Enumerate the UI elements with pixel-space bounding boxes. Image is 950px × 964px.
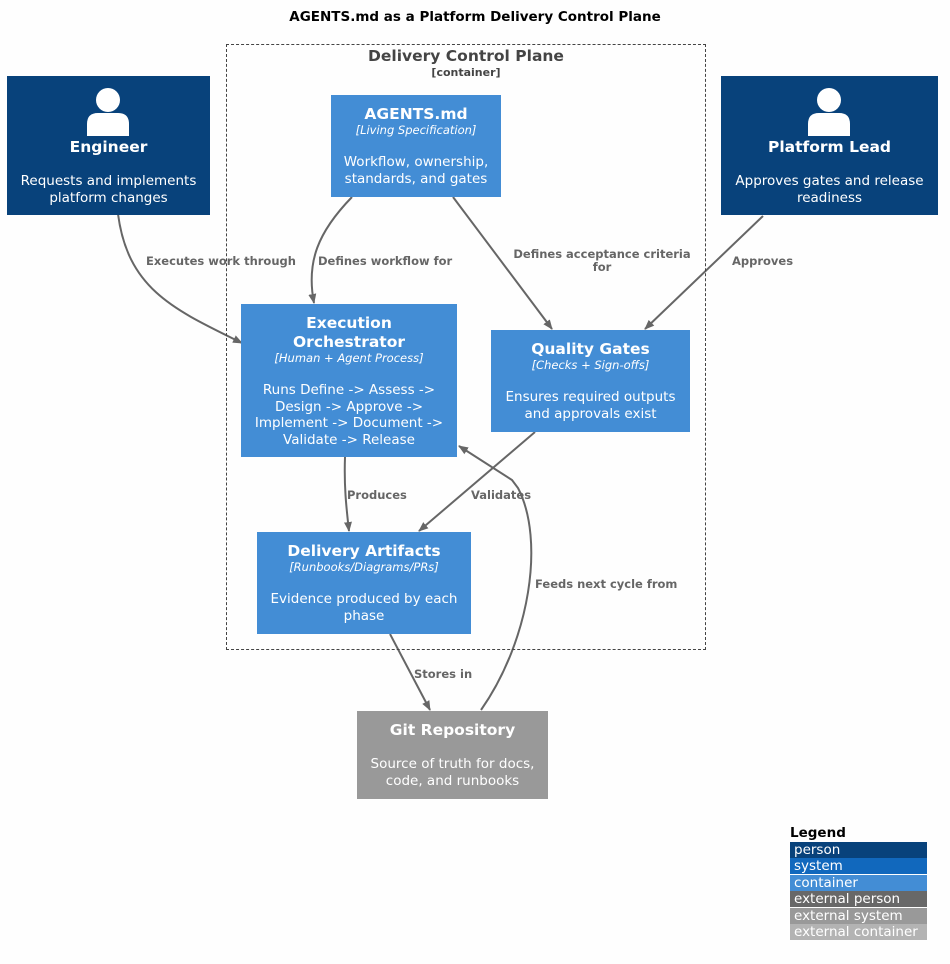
node-description: Approves gates and release readiness — [735, 173, 924, 206]
delivery-control-plane-boundary: Delivery Control Plane [container] — [226, 44, 706, 650]
legend-title: Legend — [790, 825, 846, 841]
person-icon — [87, 88, 129, 136]
edge-label-stores: Stores in — [414, 667, 473, 681]
execution-orchestrator-container: Execution Orchestrator [Human + Agent Pr… — [241, 304, 457, 457]
quality-gates-container: Quality Gates [Checks + Sign-offs] Ensur… — [491, 330, 690, 432]
node-name: AGENTS.md — [364, 105, 468, 123]
node-description: Requests and implements platform changes — [20, 173, 197, 206]
node-description: Evidence produced by each phase — [270, 591, 458, 624]
node-technology: [Runbooks/Diagrams/PRs] — [289, 560, 439, 574]
edge-agents-orchestrator — [308, 196, 353, 304]
node-technology: [Checks + Sign-offs] — [531, 358, 650, 372]
edge-lead-qualitygates — [644, 215, 764, 330]
edge-git-orchestrator — [458, 445, 533, 711]
diagram-title: AGENTS.md as a Platform Delivery Control… — [289, 9, 661, 25]
edge-engineer-orchestrator — [117, 213, 243, 344]
node-name: Delivery Artifacts — [287, 542, 441, 560]
node-name: Git Repository — [389, 721, 516, 739]
legend-item-external-system: external system — [790, 907, 927, 924]
agents-md-container: AGENTS.md [Living Specification] Workflo… — [331, 95, 501, 197]
node-description: Runs Define -> Assess -> Design -> Appro… — [254, 382, 444, 448]
delivery-artifacts-container: Delivery Artifacts [Runbooks/Diagrams/PR… — [257, 532, 471, 634]
legend: Legend person system container external … — [790, 825, 927, 940]
boundary-type: [container] — [431, 66, 501, 79]
engineer-person: Engineer Requests and implements platfor… — [7, 76, 210, 215]
edge-qualitygates-artifacts — [418, 431, 536, 532]
boundary-title: Delivery Control Plane — [368, 47, 564, 65]
node-name: Execution Orchestrator — [293, 314, 405, 351]
node-description: Workflow, ownership, standards, and gate… — [343, 154, 489, 187]
edge-label-executes: Executes work through — [146, 254, 296, 268]
legend-item-system: system — [790, 858, 927, 874]
edge-artifacts-git — [389, 633, 431, 711]
legend-item-external-container: external container — [790, 924, 927, 940]
platform-lead-person: Platform Lead Approves gates and release… — [721, 76, 938, 215]
edge-label-defines-workflow: Defines workflow for — [318, 254, 453, 268]
edge-label-validates: Validates — [471, 488, 532, 502]
node-name: Quality Gates — [531, 340, 650, 358]
node-description: Source of truth for docs, code, and runb… — [370, 756, 535, 789]
edge-label-produces: Produces — [347, 488, 407, 502]
node-technology: [Living Specification] — [355, 123, 477, 137]
edge-label-feeds: Feeds next cycle from — [535, 577, 678, 591]
person-icon — [808, 88, 850, 136]
edge-label-defines-acceptance: Defines acceptance criteria for — [513, 247, 691, 274]
edge-agents-qualitygates — [452, 196, 553, 330]
edge-label-approves: Approves — [732, 254, 794, 268]
node-name: Platform Lead — [767, 138, 892, 156]
edge-orchestrator-artifacts — [343, 456, 352, 532]
legend-item-person: person — [790, 841, 927, 858]
git-repository-system: Git Repository Source of truth for docs,… — [357, 711, 548, 799]
node-name: Engineer — [69, 138, 148, 156]
legend-item-external-person: external person — [790, 891, 927, 907]
node-description: Ensures required outputs and approvals e… — [505, 389, 676, 422]
node-technology: [Human + Agent Process] — [274, 351, 424, 365]
legend-item-container: container — [790, 874, 927, 891]
